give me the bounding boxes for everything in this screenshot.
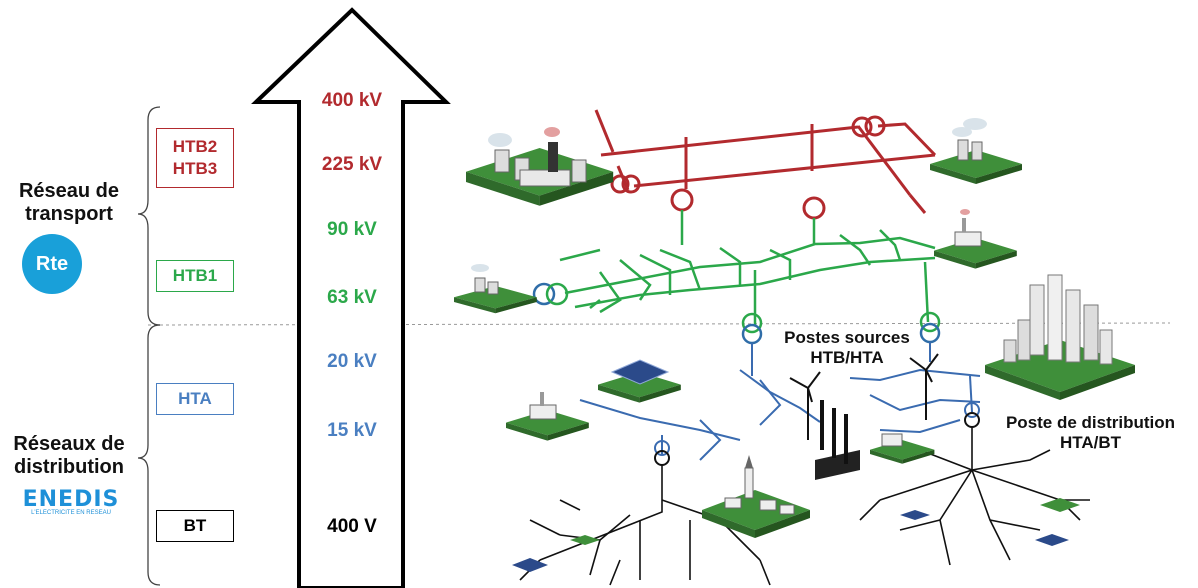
transport-brace	[137, 106, 161, 326]
distribution-network-title: Réseaux de distribution	[13, 433, 125, 478]
level-box-htb1: HTB1	[156, 260, 234, 292]
level-bt-label: BT	[183, 515, 207, 535]
htb-green-network	[532, 210, 936, 325]
factory-center	[870, 433, 935, 464]
nuclear-plant-left	[466, 127, 614, 206]
level-box-htb2-htb3: HTB2 HTB3	[156, 128, 234, 188]
voltage-arrow	[251, 7, 451, 588]
small-solar-panels	[512, 498, 1080, 572]
voltage-63kv: 63 kV	[327, 287, 377, 308]
voltage-400v: 400 V	[327, 516, 377, 537]
postes-sources-caption: Postes sources HTB/HTA	[762, 328, 932, 369]
village	[702, 455, 810, 538]
poste-distribution-caption: Poste de distribution HTA/BT	[988, 413, 1193, 454]
voltage-225kv: 225 kV	[321, 154, 383, 175]
poste-distribution-line1: Poste de distribution	[1005, 413, 1176, 432]
enedis-logo: ENEDIS L'ELECTRICITE EN RESEAU	[16, 487, 126, 516]
level-box-bt: BT	[156, 510, 234, 542]
nuclear-plant-right	[930, 118, 1022, 184]
postes-sources-line1: Postes sources	[784, 328, 910, 347]
postes-sources-line2: HTB/HTA	[810, 348, 884, 368]
wind-turbines	[789, 353, 939, 440]
htb-red-network	[594, 109, 937, 220]
enedis-logo-text: ENEDIS	[22, 487, 120, 512]
level-box-hta: HTA	[156, 383, 234, 415]
voltage-15kv: 15 kV	[327, 420, 377, 441]
rte-logo-text: Rte	[35, 252, 69, 275]
level-hta-label: HTA	[178, 388, 212, 408]
level-htb2-label: HTB2	[172, 136, 218, 156]
poste-distribution-line2: HTA/BT	[1059, 433, 1122, 453]
factory-right	[934, 209, 1017, 269]
solar-panel-field	[598, 359, 681, 403]
voltage-20kv: 20 kV	[327, 351, 377, 372]
transport-network-title: Réseau de transport	[18, 180, 120, 225]
plant-left-small	[454, 264, 537, 314]
hta-blue-network	[579, 342, 981, 461]
level-htb1-label: HTB1	[172, 265, 218, 285]
enedis-logo-tagline: L'ELECTRICITE EN RESEAU	[31, 510, 111, 516]
level-htb3-label: HTB3	[172, 159, 218, 178]
voltage-400kv: 400 kV	[321, 90, 383, 111]
rte-logo: Rte	[22, 234, 82, 294]
factory-left	[506, 392, 589, 441]
voltage-90kv: 90 kV	[327, 219, 377, 240]
solar-farm-center	[815, 400, 860, 480]
distribution-brace	[137, 324, 161, 586]
city-buildings	[985, 274, 1135, 400]
